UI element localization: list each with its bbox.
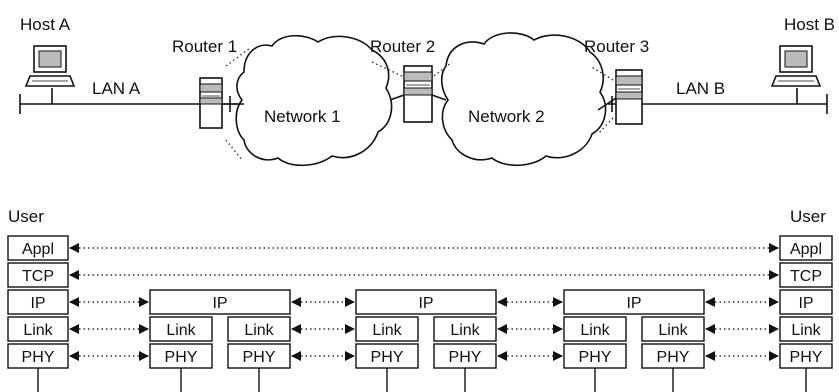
ip-layer-left: IP xyxy=(30,295,45,312)
protocol-stacks: User User Appl TCP IP Link PHY Appl TCP … xyxy=(7,207,833,392)
network-2-cloud: Network 2 xyxy=(440,32,607,167)
lan-a-label: LAN A xyxy=(92,79,141,98)
lan-b-label: LAN B xyxy=(676,79,725,98)
router-3-phy-a: PHY xyxy=(579,349,612,366)
host-b-computer-icon xyxy=(770,45,822,87)
user-left-label: User xyxy=(8,207,44,226)
tcp-layer-right: TCP xyxy=(790,268,822,285)
link-layer-right: Link xyxy=(791,322,821,339)
appl-layer-left: Appl xyxy=(22,241,54,258)
router-1-label: Router 1 xyxy=(172,37,237,56)
network-1-cloud: Network 1 xyxy=(235,34,393,167)
host-a-computer-icon xyxy=(24,45,76,87)
router-3-stack: IP Link PHY Link PHY xyxy=(563,289,705,392)
router-2-link-b: Link xyxy=(450,322,480,339)
router-2-server-icon xyxy=(403,65,433,123)
topology: LAN A Host A LAN B Host B xyxy=(19,15,835,167)
router-3-link-b: Link xyxy=(658,322,688,339)
router-1-link-b: Link xyxy=(244,322,274,339)
appl-layer-right: Appl xyxy=(790,241,822,258)
router-2-phy-a: PHY xyxy=(371,349,404,366)
router-1-phy-a: PHY xyxy=(165,349,198,366)
host-a-stack: Appl TCP IP Link PHY xyxy=(7,235,69,392)
host-a-label: Host A xyxy=(20,15,71,34)
peer-arrows xyxy=(69,243,779,361)
router-2-phy-b: PHY xyxy=(449,349,482,366)
router-1-server-icon xyxy=(199,77,223,129)
router-2-link-a: Link xyxy=(372,322,402,339)
link-layer-left: Link xyxy=(23,322,53,339)
router-2-label: Router 2 xyxy=(370,37,435,56)
ip-layer-right: IP xyxy=(798,295,813,312)
phy-layer-left: PHY xyxy=(22,349,55,366)
lan-b: LAN B xyxy=(608,79,828,114)
tcp-layer-left: TCP xyxy=(22,268,54,285)
network-2-label: Network 2 xyxy=(468,107,545,126)
dotted-fan-lines xyxy=(225,47,614,161)
router-2-stack: IP Link PHY Link PHY xyxy=(355,289,497,392)
router-2-ip-layer: IP xyxy=(418,295,433,312)
router-1-ip-layer: IP xyxy=(212,295,227,312)
router-3-phy-b: PHY xyxy=(657,349,690,366)
host-b-stack: Appl TCP IP Link PHY xyxy=(779,235,833,392)
router-1-link-a: Link xyxy=(166,322,196,339)
router-1-stack: IP Link PHY Link PHY xyxy=(149,289,291,392)
router-3-server-icon xyxy=(615,69,643,125)
router-3-label: Router 3 xyxy=(584,37,649,56)
host-b-label: Host B xyxy=(784,15,835,34)
router-3-ip-layer: IP xyxy=(626,295,641,312)
network-1-label: Network 1 xyxy=(264,107,341,126)
user-right-label: User xyxy=(790,207,826,226)
router-3-link-a: Link xyxy=(580,322,610,339)
router-1-phy-b: PHY xyxy=(243,349,276,366)
phy-layer-right: PHY xyxy=(790,349,823,366)
